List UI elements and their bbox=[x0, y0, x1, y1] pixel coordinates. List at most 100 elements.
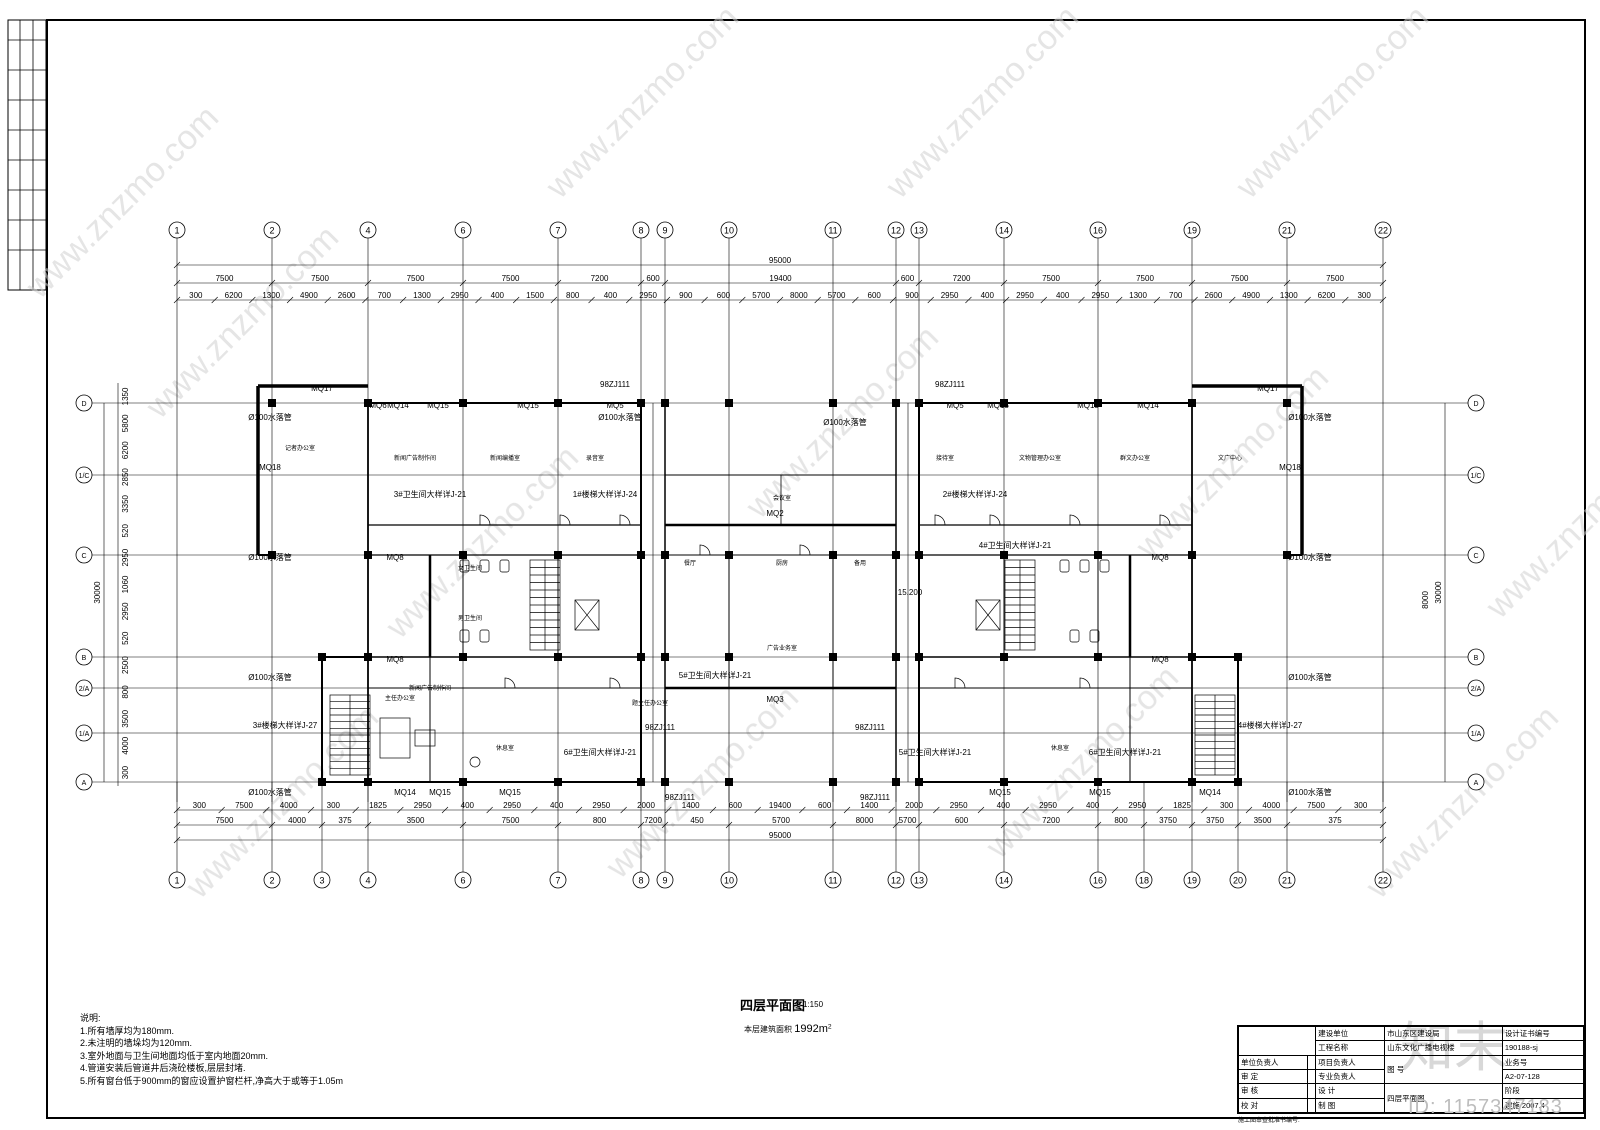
dim-top-detail-tick bbox=[588, 296, 595, 304]
callout-label: MQ15 bbox=[989, 788, 1011, 797]
dim-bottom-detail-tick bbox=[307, 806, 315, 814]
dim-bottom-detail-tick bbox=[754, 806, 761, 814]
grid-bubble-side bbox=[75, 466, 93, 484]
grid-label-side: A bbox=[1474, 780, 1479, 787]
callout-label: 3#楼梯大样详J-27 bbox=[253, 720, 318, 730]
callout-label: MQ15 bbox=[499, 788, 521, 797]
watermark-id: ID: 1157347183 bbox=[1408, 1096, 1563, 1118]
callout-label: 98ZJ111 bbox=[860, 793, 890, 802]
callout-label: Ø100水落管 bbox=[248, 672, 292, 682]
dim-bottom-axes-tick bbox=[364, 821, 372, 829]
callout-label: MQ15 bbox=[517, 401, 539, 410]
grid-bubble-side bbox=[75, 648, 93, 666]
watermark-text: www.znzmo.com bbox=[18, 98, 226, 306]
callout-label: 1#楼梯大样详J-24 bbox=[573, 489, 638, 499]
dim-top-detail-tick bbox=[701, 296, 708, 304]
grid-bubble-bottom bbox=[1278, 871, 1296, 889]
room-label: 广告业务室 bbox=[767, 644, 797, 652]
callout-label: Ø100水落管 bbox=[248, 787, 292, 797]
desk bbox=[414, 729, 436, 747]
grid-label-top: 14 bbox=[999, 226, 1009, 236]
grid-label-side: D bbox=[81, 401, 86, 408]
dim-bottom-detail-tick bbox=[709, 806, 717, 814]
binding-strip bbox=[7, 19, 47, 291]
toilet-fixture bbox=[479, 559, 490, 573]
column bbox=[915, 551, 923, 559]
grid-bubble-bottom bbox=[910, 871, 928, 889]
dim-bottom-detail-label: 1400 bbox=[682, 801, 700, 810]
dim-bottom-detail-tick bbox=[575, 806, 583, 814]
dim-bottom-axes-label: 5700 bbox=[899, 816, 917, 825]
dim-top-detail-label: 600 bbox=[868, 291, 882, 300]
dim-bottom-detail-tick bbox=[1111, 806, 1119, 814]
callout-label: Ø100水落管 bbox=[1288, 412, 1332, 422]
dim-bottom-axes-label: 375 bbox=[1328, 816, 1342, 825]
dim-top-axes-label: 7500 bbox=[1042, 274, 1060, 283]
grid-bubble-top bbox=[824, 221, 842, 239]
grid-bubble-bottom bbox=[359, 871, 377, 889]
grid-label-top: 1 bbox=[174, 226, 179, 236]
toilet-fixture bbox=[1069, 629, 1080, 643]
dim-bottom-axes-tick bbox=[318, 821, 326, 829]
dim-top-detail-label: 700 bbox=[378, 291, 392, 300]
client-label: 建设单位 bbox=[1315, 1025, 1386, 1042]
dim-top-detail-tick bbox=[324, 296, 331, 304]
callout-label: 4#楼梯大样详J-27 bbox=[1238, 720, 1303, 730]
grid-label-bottom: 22 bbox=[1378, 876, 1388, 886]
grid-label-side: 2/A bbox=[1471, 686, 1482, 693]
dim-bottom-axes-label: 3750 bbox=[1206, 816, 1224, 825]
callout-label: MQ14 bbox=[387, 401, 409, 410]
dim-top-detail-label: 700 bbox=[1169, 291, 1183, 300]
project-label: 工程名称 bbox=[1315, 1040, 1386, 1056]
dim-top-detail-label: 1500 bbox=[526, 291, 544, 300]
door-swing bbox=[954, 677, 966, 689]
dim-bottom-axes-tick bbox=[892, 821, 900, 829]
callout-label: Ø100水落管 bbox=[1288, 552, 1332, 562]
drawing-title: 四层平面图 bbox=[740, 998, 806, 1013]
dim-top-axes-tick bbox=[173, 279, 181, 287]
role-signature bbox=[1306, 1097, 1317, 1114]
watermark-text: www.znzmo.com bbox=[1128, 358, 1336, 566]
grid-label-bottom: 13 bbox=[914, 876, 924, 886]
grid-label-side: D bbox=[1473, 401, 1478, 408]
note-item: 1.所有墙厚均为180mm. bbox=[80, 1025, 175, 1036]
column bbox=[1094, 399, 1102, 407]
grid-label-side: B bbox=[82, 655, 87, 662]
room-label: 接待室 bbox=[936, 454, 954, 462]
dim-top-axes-tick bbox=[1000, 279, 1008, 287]
grid-label-side: A bbox=[82, 780, 87, 787]
dim-bottom-detail-label: 400 bbox=[997, 801, 1011, 810]
dim-bottom-detail-label: 300 bbox=[1354, 801, 1368, 810]
room-label: 文物管理办公室 bbox=[1019, 454, 1061, 462]
grid-bubble-bottom bbox=[824, 871, 842, 889]
structural-columns bbox=[268, 399, 1291, 786]
role-signature bbox=[1306, 1054, 1317, 1070]
note-item: 5.所有窗台低于900mm的窗应设置护窗栏杆,净高大于或等于1.05m bbox=[80, 1075, 344, 1086]
grid-bubble-top bbox=[1374, 221, 1392, 239]
grid-bubble-bottom bbox=[168, 871, 186, 889]
dim-top-axes-tick bbox=[661, 279, 669, 287]
grid-bubble-bottom bbox=[1183, 871, 1201, 889]
dim-top-detail-tick bbox=[249, 296, 256, 304]
grid-label-bottom: 2 bbox=[269, 876, 274, 886]
sheet-border bbox=[46, 19, 1586, 1119]
dim-top-detail-label: 900 bbox=[905, 291, 919, 300]
dim-top-axes-tick bbox=[915, 279, 923, 287]
door-swing bbox=[1069, 514, 1081, 526]
dim-top-detail-tick bbox=[286, 296, 294, 304]
column bbox=[661, 551, 669, 559]
dim-bottom-detail-tick bbox=[441, 806, 449, 814]
toilet-fixture bbox=[1079, 559, 1090, 573]
column bbox=[1234, 778, 1242, 786]
dim-top-detail-tick bbox=[1266, 296, 1274, 304]
column bbox=[364, 551, 372, 559]
dim-bottom-detail-label: 2000 bbox=[905, 801, 923, 810]
dim-top-detail-label: 2600 bbox=[1205, 291, 1223, 300]
grid-bubble-bottom bbox=[720, 871, 738, 889]
callout-label: MQ2 bbox=[766, 509, 784, 518]
grid-bubble-side bbox=[1467, 648, 1485, 666]
grid-label-side: 1/C bbox=[1471, 473, 1482, 480]
dim-left-label: 1060 bbox=[121, 575, 130, 593]
